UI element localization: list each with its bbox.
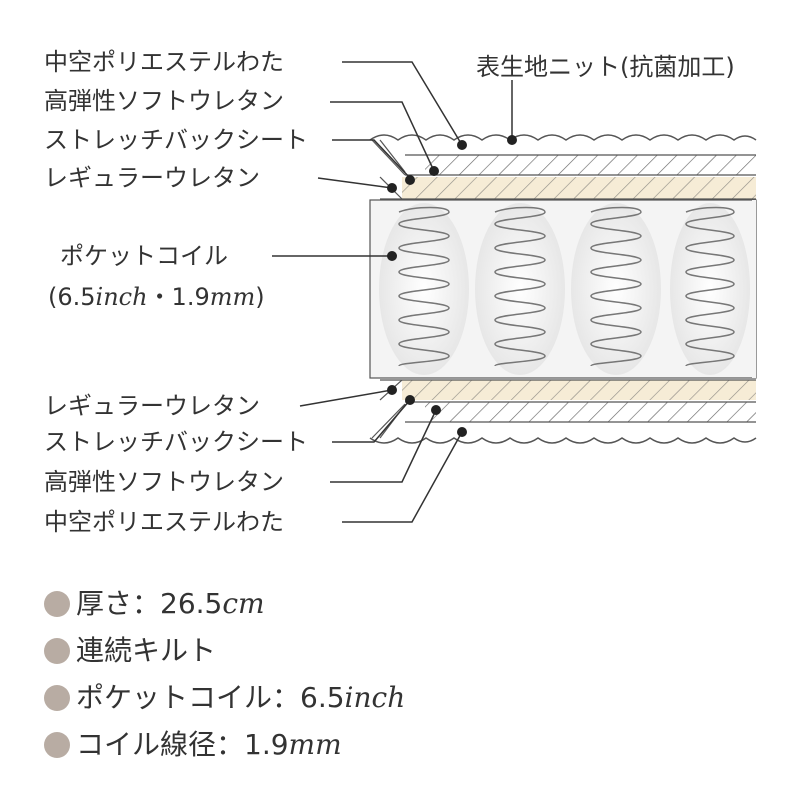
top-hollow-fiber-layer <box>369 134 757 176</box>
label-pocket-coil: ポケットコイル <box>60 242 228 270</box>
top-soft-urethane-layer <box>405 154 756 176</box>
coil-cell-2 <box>475 203 565 375</box>
leader-lines <box>272 61 513 523</box>
bottom-hollow-fiber-layer <box>369 403 757 444</box>
spec-quilt: 連続キルト <box>44 633 216 669</box>
label-top-regular-urethane: レギュラーウレタン <box>44 164 260 192</box>
bullet-dot <box>44 591 70 617</box>
coil-cell-3 <box>571 203 661 375</box>
spec-wire-diameter: コイル線径：1.9mm <box>44 727 342 763</box>
leader-dots <box>387 135 517 437</box>
label-bottom-regular-urethane: レギュラーウレタン <box>44 392 260 420</box>
spec-thickness: 厚さ：26.5cm <box>44 586 265 622</box>
label-pocket-coil-spec: (6.5inch・1.9mm) <box>48 283 265 311</box>
bottom-soft-urethane-layer <box>405 401 756 423</box>
pocket-coil-block <box>369 199 757 379</box>
coil-cell-4 <box>670 203 750 375</box>
top-stretch-sheet-layer <box>379 139 406 173</box>
label-top-hollow-fiber: 中空ポリエステルわた <box>44 48 284 76</box>
spec-pocket-coil: ポケットコイル：6.5inch <box>44 680 405 716</box>
bullet-dot <box>44 732 70 758</box>
label-bottom-stretch-sheet: ストレッチバックシート <box>44 428 308 456</box>
bottom-regular-urethane-layer <box>379 379 756 401</box>
label-bottom-soft-urethane: 高弾性ソフトウレタン <box>44 468 284 496</box>
bullet-dot <box>44 685 70 711</box>
top-regular-urethane-layer <box>379 176 756 200</box>
label-top-soft-urethane: 高弾性ソフトウレタン <box>44 87 284 115</box>
label-top-stretch-sheet: ストレッチバックシート <box>44 126 308 154</box>
label-cover-knit: 表生地ニット(抗菌加工) <box>476 53 735 81</box>
coil-cell-1 <box>379 203 469 375</box>
bullet-dot <box>44 638 70 664</box>
label-bottom-hollow-fiber: 中空ポリエステルわた <box>44 508 284 536</box>
